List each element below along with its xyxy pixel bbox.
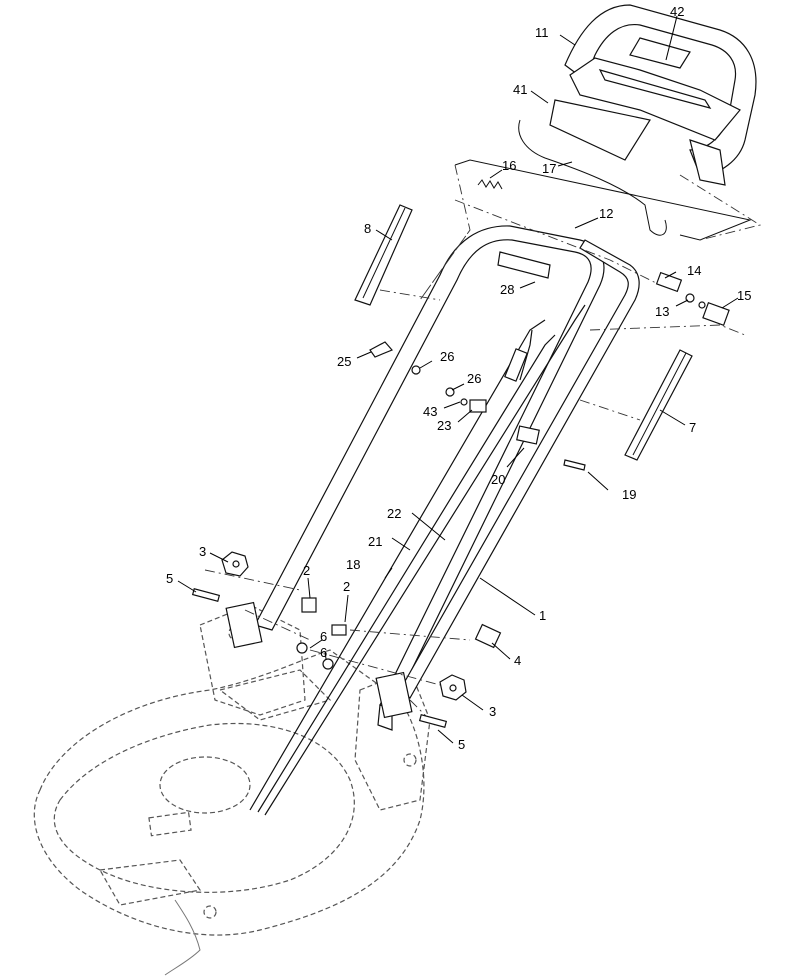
callout-12: 12 bbox=[599, 206, 613, 221]
callout-6a: 6 bbox=[320, 629, 327, 644]
callout-19: 19 bbox=[622, 487, 636, 502]
callout-15: 15 bbox=[737, 288, 751, 303]
callout-5b: 5 bbox=[458, 737, 465, 752]
small-parts bbox=[191, 179, 730, 728]
callout-1: 1 bbox=[539, 608, 546, 623]
callout-16: 16 bbox=[502, 158, 516, 173]
upper-handle bbox=[454, 4, 757, 241]
callout-20: 20 bbox=[491, 472, 505, 487]
callout-5a: 5 bbox=[166, 571, 173, 586]
callout-2a: 2 bbox=[303, 563, 310, 578]
callout-14: 14 bbox=[687, 263, 701, 278]
callout-41: 41 bbox=[513, 82, 527, 97]
callout-26b: 26 bbox=[467, 371, 481, 386]
leader-lines bbox=[177, 15, 739, 744]
callout-43: 43 bbox=[423, 404, 437, 419]
callout-18: 18 bbox=[346, 557, 360, 572]
callout-3b: 3 bbox=[489, 704, 496, 719]
callout-11: 11 bbox=[535, 25, 549, 40]
callout-labels: 1 2 2 3 3 4 5 5 6 6 7 8 11 12 13 14 15 1… bbox=[166, 4, 751, 752]
callout-3a: 3 bbox=[199, 544, 206, 559]
callout-25: 25 bbox=[337, 354, 351, 369]
callout-4: 4 bbox=[514, 653, 521, 668]
callout-2b: 2 bbox=[343, 579, 350, 594]
callout-42: 42 bbox=[670, 4, 684, 19]
callout-28: 28 bbox=[500, 282, 514, 297]
callout-13: 13 bbox=[655, 304, 669, 319]
callout-17: 17 bbox=[542, 161, 556, 176]
callout-26a: 26 bbox=[440, 349, 454, 364]
callout-8: 8 bbox=[364, 221, 371, 236]
callout-21: 21 bbox=[368, 534, 382, 549]
callout-23: 23 bbox=[437, 418, 451, 433]
control-cables bbox=[249, 304, 586, 816]
callout-6b: 6 bbox=[320, 645, 327, 660]
handle-frame bbox=[225, 225, 640, 731]
callout-7: 7 bbox=[689, 420, 696, 435]
mower-deck-outline bbox=[33, 604, 431, 976]
callout-22: 22 bbox=[387, 506, 401, 521]
